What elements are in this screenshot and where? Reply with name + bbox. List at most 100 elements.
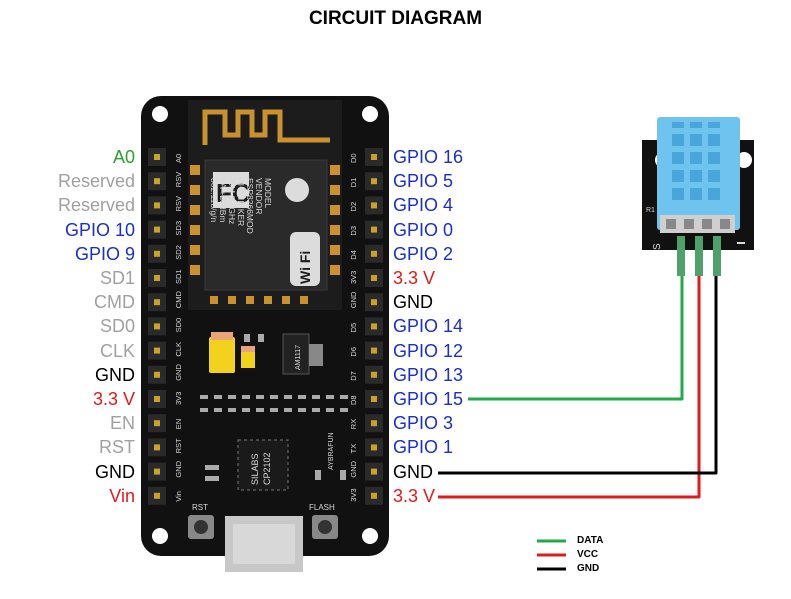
board-pin-label-right: 3V3: [349, 271, 358, 284]
right-header-pin-pad: [371, 226, 377, 233]
left-header-pin-pad: [154, 178, 160, 185]
left-header-pin-pad: [154, 323, 160, 330]
board-pin-label-right: GND: [349, 460, 358, 477]
left-pin-label: A0: [112, 147, 135, 167]
right-header-pin-pad: [371, 323, 377, 330]
left-header-pin-pad: [154, 250, 160, 257]
board-pin-label-left: CMD: [174, 291, 183, 309]
right-header-pin-pad: [371, 154, 377, 160]
left-pin-label: EN: [109, 413, 135, 434]
board-pin-label-right: GND: [349, 291, 358, 308]
left-header-pin-pad: [154, 371, 160, 378]
left-header-pin-pad: [154, 396, 160, 402]
left-header-pin-pad: [154, 154, 160, 160]
sensor-signal-label: S: [652, 243, 663, 250]
board-pin-label-left: GND: [174, 460, 183, 477]
board-pin-label-left: Vin: [174, 491, 183, 502]
right-pin-label: GPIO 15: [393, 389, 464, 409]
right-pin-label: GPIO 3: [393, 413, 454, 434]
module-text-line: AI-THINKER: [236, 178, 246, 226]
right-header-pin-pad: [371, 468, 377, 475]
board-pin-label-left: RSV: [174, 172, 183, 187]
right-header-pin-pad: [371, 299, 377, 306]
left-header-pin-pad: [154, 492, 160, 499]
left-header-pin-pad: [154, 347, 160, 354]
right-header-pin-pad: [371, 396, 377, 402]
module-text-line: MODEL: [263, 178, 273, 209]
module-text-line: ISM 2.4GHz: [227, 178, 237, 224]
board-pin-label-right: TX: [349, 444, 358, 454]
right-pin-label: GPIO 2: [393, 243, 454, 264]
sensor-r1-mark: R1: [646, 207, 655, 214]
left-header-pin-pad: [154, 468, 160, 475]
board-pin-label-left: SD3: [174, 221, 183, 236]
right-pin-label: GPIO 16: [393, 147, 464, 167]
right-header-pin-pad: [371, 250, 377, 257]
legend-vcc-label: VCC: [577, 549, 599, 560]
board-pin-label-left: SD2: [174, 245, 183, 260]
right-header-pin-pad: [371, 492, 377, 499]
left-pin-label: Reserved: [57, 171, 135, 192]
board-pin-label-left: A0: [174, 154, 183, 163]
board-pin-label-left: GND: [174, 364, 183, 381]
module-text-line: PA +25dBm: [218, 178, 228, 223]
left-pin-label: GND: [95, 461, 135, 482]
right-header-pin-pad: [371, 275, 377, 281]
board-pin-label-right: 3V3: [349, 488, 358, 501]
left-header-pin-pad: [154, 226, 160, 233]
board-pin-label-right: D1: [349, 178, 358, 188]
left-pin-label: GPIO 9: [74, 243, 135, 264]
right-pin-label: 3.3 V: [393, 268, 436, 288]
gnd-wire: [438, 276, 718, 475]
legend-gnd-label: GND: [577, 563, 600, 574]
regulator-label: AM1117: [295, 345, 302, 370]
legend-data-label: DATA: [577, 535, 604, 546]
left-pin-label: CMD: [94, 292, 135, 313]
board-pin-label-right: D5: [349, 323, 358, 333]
module-text-line: VENDOR: [254, 178, 264, 214]
left-pin-label: GND: [95, 364, 135, 385]
left-header-pin-pad: [154, 420, 160, 427]
left-pin-label: GPIO 10: [64, 219, 135, 240]
left-pin-label: SD0: [99, 316, 135, 337]
module-text-line: ESP8266MOD: [245, 178, 255, 234]
board-pin-label-left: SD0: [174, 318, 183, 333]
module-text-line: 802.11b/g/n: [209, 178, 219, 223]
nodemcu-board: FC Wi Fi MODELVENDORESP8266MODAI-THINKER…: [141, 96, 389, 572]
dht-sensor-module: R1 S: [642, 117, 754, 276]
right-pin-label: GPIO 0: [393, 219, 454, 240]
board-pin-label-right: D4: [349, 250, 358, 260]
right-header-pin-pad: [371, 178, 377, 185]
right-header-pin-pad: [371, 347, 377, 354]
board-pin-label-left: EN: [174, 419, 183, 429]
cp2102-label-2: CP2102: [262, 452, 272, 485]
right-header-pin-pad: [371, 444, 377, 451]
board-pin-label-right: D8: [349, 395, 358, 405]
right-pin-label: GND: [393, 461, 433, 482]
diagram-title: CIRCUIT DIAGRAM: [308, 8, 483, 29]
board-pin-label-right: D3: [349, 226, 358, 236]
board-pin-label-right: D6: [349, 347, 358, 357]
cp2102-label-1: SILABS: [250, 453, 260, 485]
brand-label: AYBRAFUN: [328, 432, 335, 470]
right-pin-label: GND: [393, 292, 433, 313]
right-header-pin-pad: [371, 202, 377, 209]
right-pin-label: GPIO 12: [393, 340, 464, 361]
left-pin-label: RST: [99, 437, 135, 458]
left-pin-label: SD1: [99, 268, 135, 288]
right-pin-label: GPIO 14: [393, 316, 464, 337]
board-pin-label-left: SD1: [174, 269, 183, 284]
board-pin-label-left: CLK: [174, 342, 183, 357]
left-header-pin-pad: [154, 202, 160, 209]
flash-button-label: FLASH: [309, 503, 335, 512]
board-pin-label-right: D7: [349, 371, 358, 381]
board-pin-label-right: D0: [349, 153, 358, 163]
rst-button-label: RST: [192, 503, 208, 512]
board-pin-label-left: 3V3: [174, 392, 183, 405]
left-pin-label: CLK: [99, 340, 135, 361]
right-pin-label: GPIO 5: [393, 171, 454, 192]
left-header-pin-pad: [154, 275, 160, 281]
right-pin-label: GPIO 4: [393, 195, 454, 216]
left-pin-label: Reserved: [57, 195, 135, 216]
